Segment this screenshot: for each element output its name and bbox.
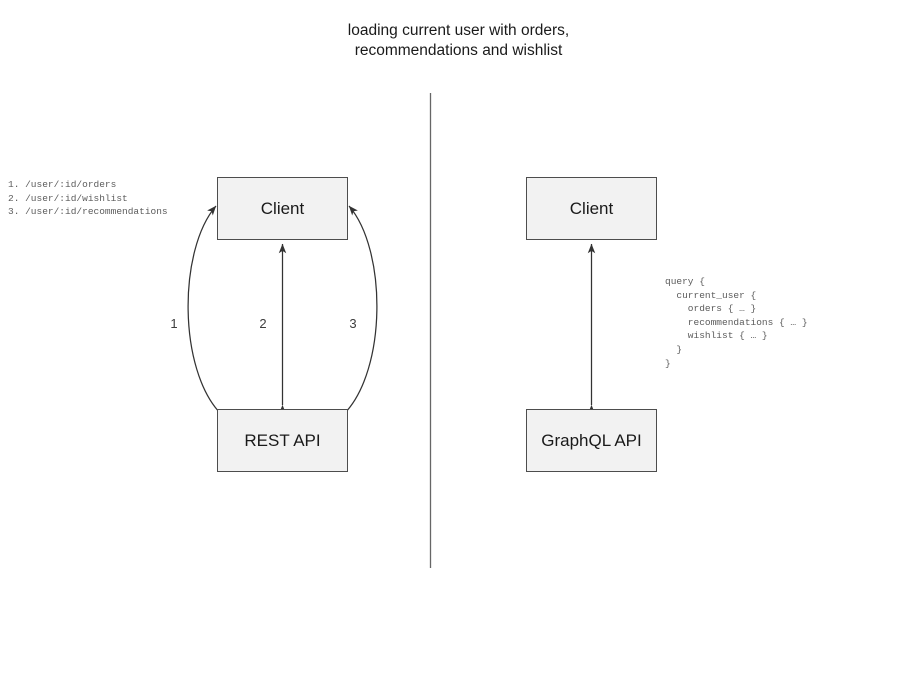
- node-rest-api[interactable]: REST API: [217, 409, 348, 472]
- edge-label-3: 3: [349, 316, 357, 331]
- edge-label-2: 2: [259, 316, 267, 331]
- node-graphql-client[interactable]: Client: [526, 177, 657, 240]
- node-graphql-api[interactable]: GraphQL API: [526, 409, 657, 472]
- node-rest-client[interactable]: Client: [217, 177, 348, 240]
- page-title: loading current user with orders, recomm…: [347, 22, 570, 59]
- graphql-query-snippet: query { current_user { orders { … } reco…: [665, 276, 808, 369]
- rest-edge-3: [334, 205, 378, 424]
- edge-label-1: 1: [170, 316, 178, 331]
- rest-endpoint-list: 1. /user/:id/orders 2. /user/:id/wishlis…: [8, 179, 168, 218]
